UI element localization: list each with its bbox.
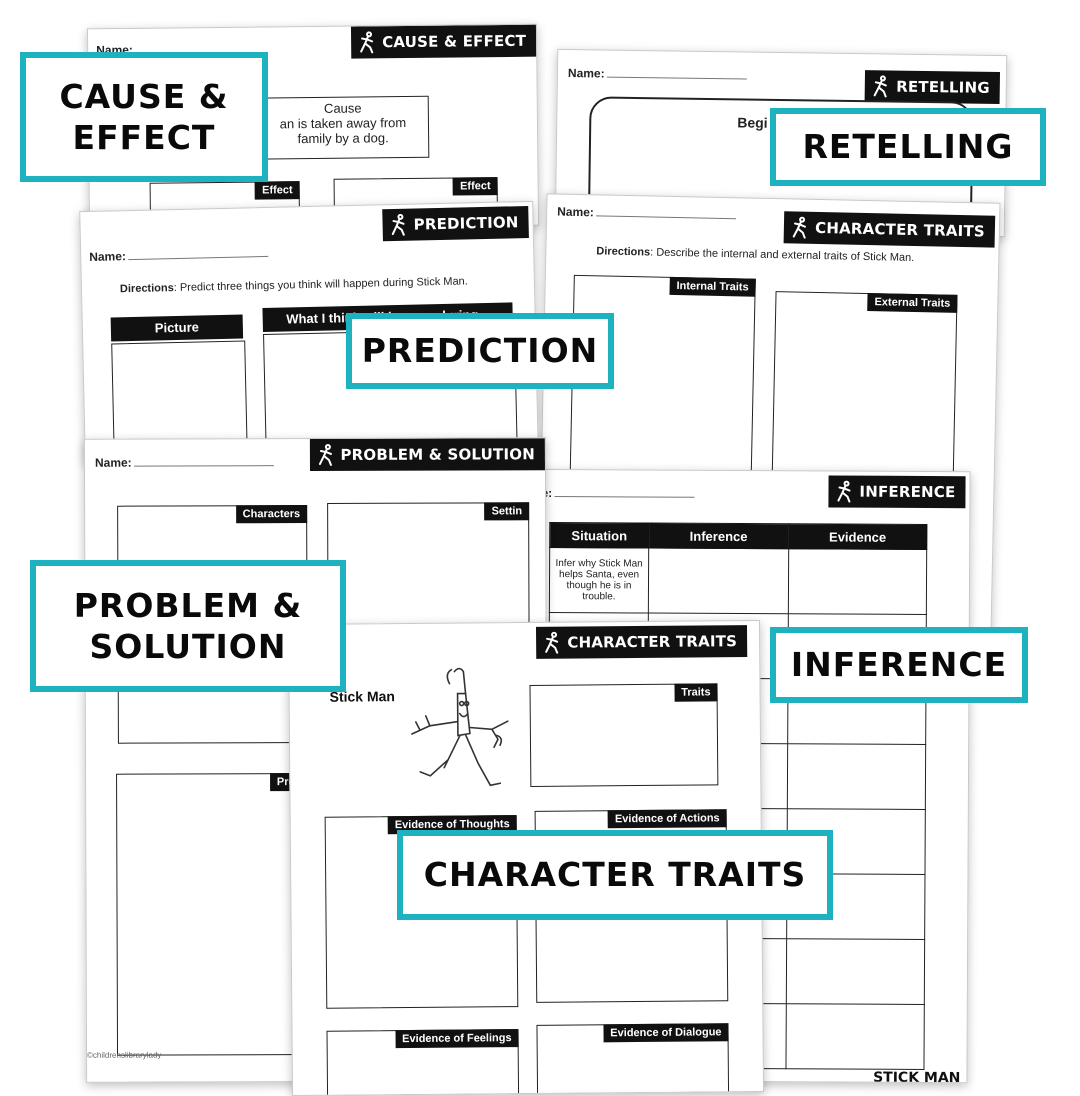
- cause-text-1: an is taken away from: [279, 115, 407, 132]
- directions-text: Directions: Predict three things you thi…: [119, 275, 468, 296]
- name-field-label: Name:: [557, 205, 736, 223]
- retelling-label-text: RETELLING: [802, 127, 1014, 167]
- setting-label: Settin: [484, 502, 530, 521]
- cause-text-2: family by a dog.: [297, 130, 389, 147]
- worksheet-tag: CHARACTER TRAITS: [783, 211, 996, 248]
- problem-box: Proble: [116, 772, 320, 1056]
- internal-traits-label: Internal Traits: [669, 276, 756, 297]
- retelling-worksheet: RETELLING Name: Begi: [554, 48, 1008, 238]
- situation-header: Situation: [549, 522, 649, 549]
- cause-effect-worksheet: CAUSE & EFFECT Name: Cause an is taken a…: [86, 23, 540, 231]
- worksheet-tag: RETELLING: [864, 70, 1001, 105]
- running-stick-man-icon: [837, 480, 851, 503]
- inference-label-text: INFERENCE: [790, 645, 1008, 685]
- worksheet-tag-text: CHARACTER TRAITS: [814, 218, 986, 241]
- credit-text: ©childrenslibrarylady: [87, 1050, 162, 1060]
- running-stick-man-icon: [318, 443, 332, 466]
- picture-column-header: Picture: [110, 314, 244, 342]
- problem-solution-label-line-1: PROBLEM &: [73, 585, 303, 625]
- evidence-cell: [788, 548, 927, 615]
- worksheet-tag: PREDICTION: [382, 205, 529, 242]
- inference-worksheet: INFERENCE Name: Situation Inference Evid…: [503, 468, 971, 1084]
- prediction-label: PREDICTION: [346, 313, 614, 389]
- effect-label: Effect: [255, 181, 300, 200]
- running-stick-man-icon: [545, 631, 559, 654]
- inference-cell: [648, 548, 789, 614]
- prediction-worksheet: PREDICTION Name: Directions: Predict thr…: [79, 200, 539, 464]
- worksheet-tag: PROBLEM & SOLUTION: [309, 438, 545, 472]
- character-traits-label-text: CHARACTER TRAITS: [423, 855, 807, 895]
- name-field-label: Name:: [95, 455, 274, 470]
- traits-label: Traits: [674, 683, 718, 702]
- footer-title: STICK MAN: [873, 1069, 961, 1084]
- problem-solution-worksheet: PROBLEM & SOLUTION Name: Characters Sett…: [83, 437, 549, 1083]
- situation-cell: Infer why Stick Man helps Santa, even th…: [549, 547, 649, 614]
- cause-effect-label: CAUSE & EFFECT: [20, 52, 268, 182]
- name-field-label: Name:: [568, 66, 747, 82]
- running-stick-man-icon: [792, 216, 807, 239]
- problem-solution-label-line-2: SOLUTION: [89, 627, 287, 666]
- evidence-of-dialogue-label: Evidence of Dialogue: [603, 1023, 729, 1043]
- character-traits-worksheet: CHARACTER TRAITS Name: Directions: Descr…: [537, 193, 1001, 635]
- evidence-of-feelings-label: Evidence of Feelings: [395, 1029, 519, 1049]
- worksheet-tag-text: CAUSE & EFFECT: [382, 31, 527, 52]
- prediction-label-text: PREDICTION: [361, 331, 599, 371]
- cause-header: Cause: [323, 100, 362, 116]
- worksheet-tag: INFERENCE: [828, 475, 966, 509]
- worksheet-tag-text: RETELLING: [896, 77, 990, 97]
- beginning-label: Begi: [737, 114, 768, 131]
- worksheet-tag-text: CHARACTER TRAITS: [567, 632, 738, 652]
- worksheet-tag-text: INFERENCE: [859, 482, 956, 502]
- cause-effect-label-line-1: CAUSE &: [59, 76, 229, 116]
- external-traits-label: External Traits: [867, 293, 958, 313]
- worksheet-tag: CHARACTER TRAITS: [536, 625, 748, 659]
- worksheet-tag: CAUSE & EFFECT: [350, 24, 537, 59]
- evidence-header: Evidence: [788, 523, 927, 550]
- character-traits-stick-man-worksheet: CHARACTER TRAITS Stick Man Traits Eviden…: [287, 619, 765, 1096]
- inference-label: INFERENCE: [770, 627, 1028, 703]
- evidence-of-actions-label: Evidence of Actions: [607, 809, 727, 829]
- problem-solution-label: PROBLEM & SOLUTION: [30, 560, 346, 692]
- running-stick-man-icon: [391, 213, 405, 236]
- cause-effect-label-line-2: EFFECT: [72, 118, 216, 157]
- traits-box: Traits: [529, 683, 719, 787]
- name-field-label: Name:: [89, 245, 268, 264]
- evidence-of-dialogue-box: Evidence of Dialogue: [536, 1023, 730, 1096]
- cause-box: Cause an is taken away from family by a …: [256, 95, 430, 160]
- evidence-of-feelings-box: Evidence of Feelings: [326, 1029, 520, 1096]
- table-row: Infer why Stick Man helps Santa, even th…: [549, 547, 927, 615]
- stick-man-illustration: [411, 667, 509, 787]
- retelling-label: RETELLING: [770, 108, 1046, 186]
- running-stick-man-icon: [874, 75, 888, 98]
- effect-label: Effect: [452, 177, 498, 196]
- worksheet-tag-text: PROBLEM & SOLUTION: [340, 445, 535, 464]
- inference-header: Inference: [648, 523, 789, 549]
- character-traits-label: CHARACTER TRAITS: [397, 830, 833, 920]
- characters-label: Characters: [235, 505, 308, 524]
- running-stick-man-icon: [360, 31, 374, 54]
- directions-text: Directions: Describe the internal and ex…: [596, 245, 915, 265]
- worksheet-tag-text: PREDICTION: [413, 213, 519, 234]
